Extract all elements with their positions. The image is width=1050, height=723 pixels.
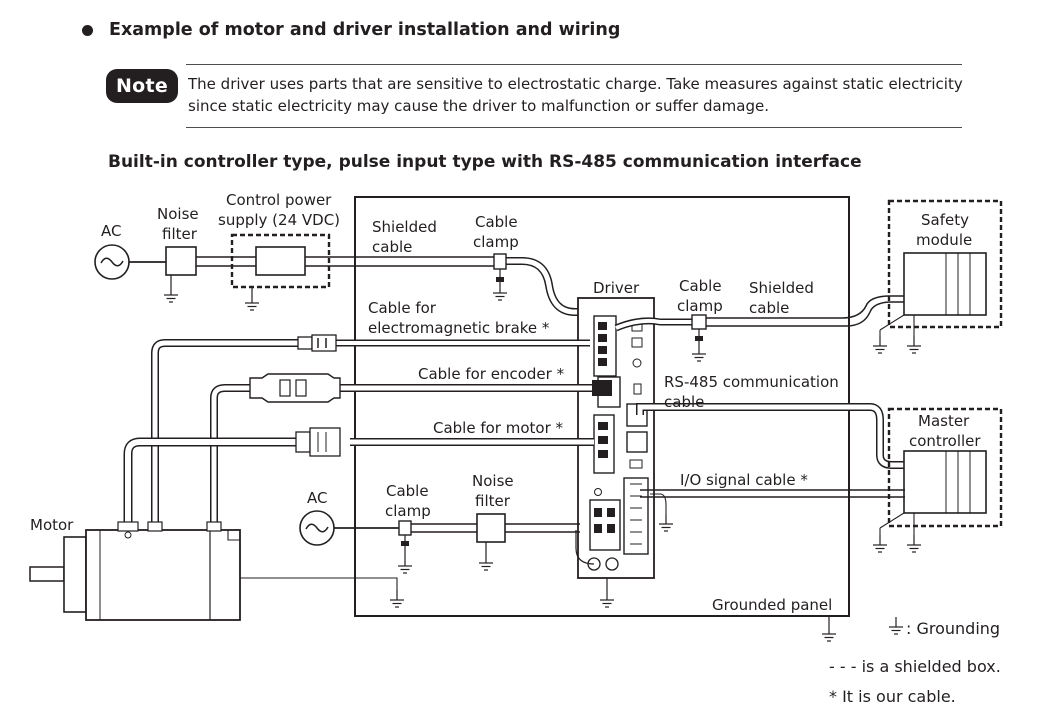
control-power-ground-icon xyxy=(244,287,260,311)
legend-grounding: : Grounding xyxy=(906,619,1000,638)
brake-cable-label-1: Cable for xyxy=(368,299,437,317)
note-top-rule xyxy=(186,64,962,65)
encoder-cable-label: Cable for encoder * xyxy=(418,365,565,383)
cable-clamp-bottom-icon xyxy=(397,520,413,574)
control-power-shield-box xyxy=(230,233,331,289)
control-power-label-1: Control power xyxy=(226,191,332,209)
master-controller-unit xyxy=(903,450,987,514)
note-bottom-rule xyxy=(186,127,962,128)
noise-filter-top-ground-icon xyxy=(163,275,179,303)
legend-our-cable: * It is our cable. xyxy=(829,687,956,706)
motor-ground-wire xyxy=(227,530,405,608)
motor-cable-label: Cable for motor * xyxy=(433,419,564,437)
encoder-cable xyxy=(210,373,612,522)
cable-clamp-right-icon xyxy=(691,314,707,362)
safety-module-ground-icons xyxy=(872,314,922,354)
brake-cable xyxy=(151,334,590,522)
safety-module-label-2: module xyxy=(916,231,972,249)
rs485-cable xyxy=(636,403,905,469)
noise-filter-bottom-box xyxy=(476,513,506,543)
panel-ground-icon xyxy=(821,616,837,642)
cable-clamp-top-label-1: Cable xyxy=(475,213,518,231)
noise-filter-bottom-label-1: Noise xyxy=(472,472,514,490)
shielded-cable-top-label-1: Shielded xyxy=(372,218,437,236)
cable-clamp-top-label-2: clamp xyxy=(473,233,519,251)
motor-label: Motor xyxy=(30,516,74,534)
ac-label-bottom: AC xyxy=(307,489,327,507)
io-cable-label: I/O signal cable * xyxy=(680,471,808,489)
section-heading: Example of motor and driver installation… xyxy=(82,20,620,40)
note-badge: Note xyxy=(106,69,178,103)
control-power-label-2: supply (24 VDC) xyxy=(218,211,340,229)
cable-clamp-top-icon xyxy=(492,253,508,301)
motor-unit xyxy=(29,521,241,621)
cable-clamp-right-label-1: Cable xyxy=(679,277,722,295)
driver-ground-wire xyxy=(575,530,595,565)
note-text-line-2: since static electricity may cause the d… xyxy=(188,97,770,115)
grounded-panel-label: Grounded panel xyxy=(712,596,832,614)
ac-source-top-icon xyxy=(94,244,130,280)
shielded-cable-top-label-2: cable xyxy=(372,238,412,256)
driver-label: Driver xyxy=(593,279,640,297)
note-text-line-1: The driver uses parts that are sensitive… xyxy=(188,75,963,93)
io-signal-cable xyxy=(640,489,905,532)
cable-clamp-bottom-label-1: Cable xyxy=(386,482,429,500)
cable-clamp-bottom-label-2: clamp xyxy=(385,502,431,520)
master-controller-label-2: controller xyxy=(909,432,981,450)
safety-module-unit xyxy=(903,252,987,316)
control-power-supply-box xyxy=(255,246,306,276)
safety-module-label-1: Safety xyxy=(921,211,969,229)
ac-label-top: AC xyxy=(101,222,121,240)
shielded-cable-right-label-2: cable xyxy=(749,299,789,317)
rs485-label-2: cable xyxy=(664,393,704,411)
noise-filter-top-label-1: Noise xyxy=(157,205,199,223)
ac-source-bottom-icon xyxy=(299,510,335,546)
master-controller-shield-box xyxy=(887,407,1003,528)
noise-filter-top-box xyxy=(165,246,197,276)
motor-cable xyxy=(123,427,594,522)
bullet-icon xyxy=(82,24,93,36)
legend-shielded-box: - - - is a shielded box. xyxy=(829,657,1001,676)
rs485-label-1: RS-485 communication xyxy=(664,373,839,391)
cable-clamp-right-label-2: clamp xyxy=(677,297,723,315)
noise-filter-top-label-2: filter xyxy=(162,225,198,243)
diagram-subheading: Built-in controller type, pulse input ty… xyxy=(108,152,862,172)
note-text: The driver uses parts that are sensitive… xyxy=(188,73,968,117)
brake-cable-label-2: electromagnetic brake * xyxy=(368,319,550,337)
master-controller-ground-icons xyxy=(872,512,922,553)
shielded-cable-right xyxy=(614,295,905,332)
shielded-cable-right-label-1: Shielded xyxy=(749,279,814,297)
driver-ground-icon xyxy=(599,578,615,608)
section-heading-text: Example of motor and driver installation… xyxy=(109,20,621,40)
grounding-legend-icon xyxy=(888,616,904,635)
noise-filter-bottom-label-2: filter xyxy=(475,492,511,510)
shielded-cable-top xyxy=(305,256,580,316)
bottom-power-line xyxy=(334,523,580,533)
noise-filter-bottom-ground-icon xyxy=(478,542,494,571)
master-controller-label-1: Master xyxy=(918,412,970,430)
safety-module-shield-box xyxy=(887,199,1003,329)
